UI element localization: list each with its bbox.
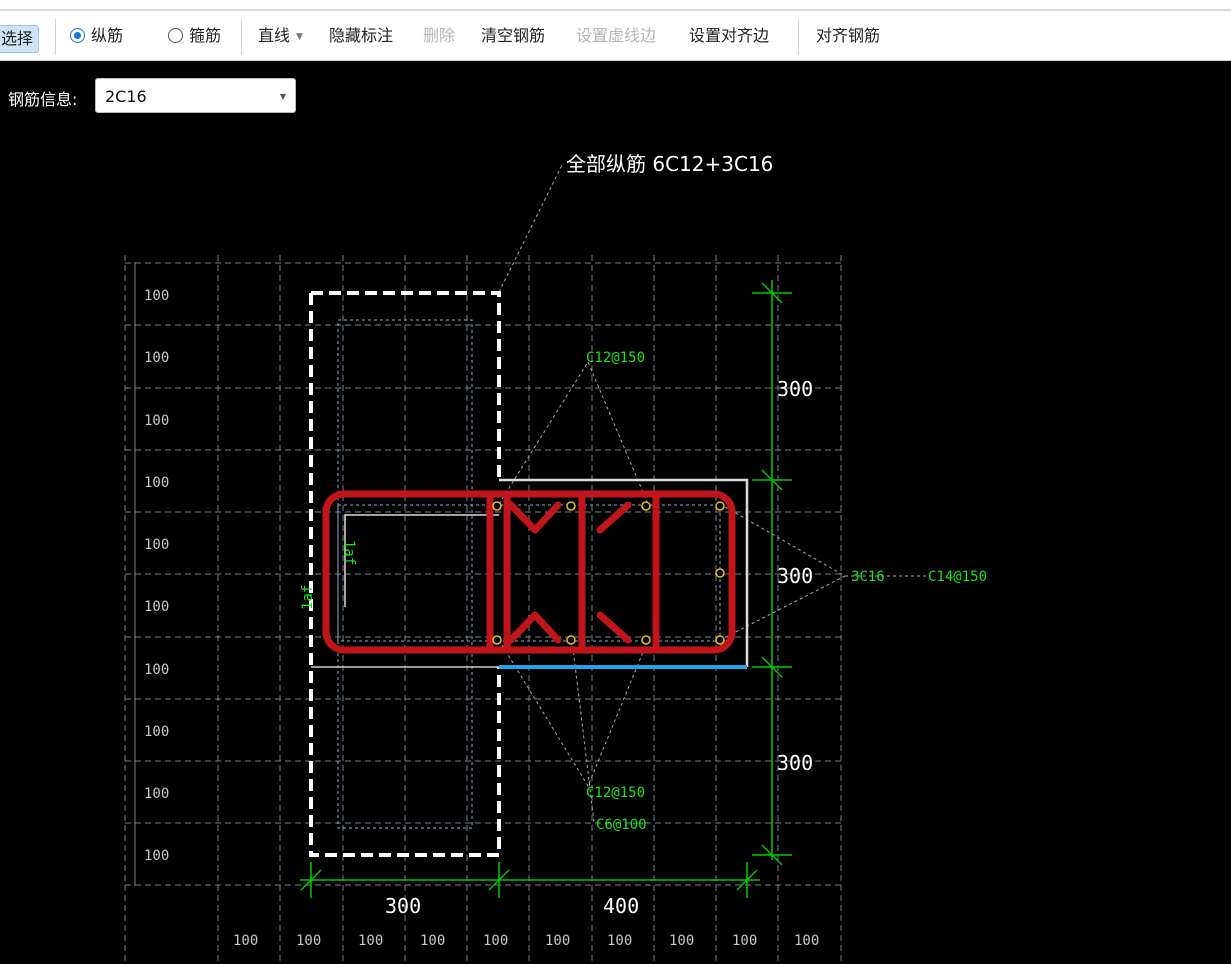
dim-vertical-3: 300 xyxy=(777,751,813,775)
grid-label: 100 xyxy=(144,413,169,429)
rebar-info-value: 2C16 xyxy=(105,87,147,106)
rebar-node[interactable] xyxy=(715,501,725,511)
grid-label: 100 xyxy=(144,350,169,366)
rebar-node[interactable] xyxy=(715,635,725,645)
grid-label: 100 xyxy=(420,933,445,949)
grid-label: 100 xyxy=(144,475,169,491)
stirrup-radio[interactable]: 箍筋 xyxy=(168,25,221,47)
dimension-lines xyxy=(300,280,792,898)
grid-label: 100 xyxy=(144,786,169,802)
leader-lines xyxy=(498,164,930,823)
rebar-info-label: 钢筋信息: xyxy=(8,90,78,109)
longitudinal-radio[interactable]: 纵筋 xyxy=(70,25,123,47)
total-longitudinal-label[interactable]: 全部纵筋 6C12+3C16 xyxy=(566,152,773,176)
chevron-down-icon: ▼ xyxy=(279,92,286,101)
stirrups[interactable] xyxy=(322,490,736,654)
dim-vertical-2: 300 xyxy=(777,564,813,588)
toolbar-separator xyxy=(55,19,56,55)
hide-annotation-button[interactable]: 隐藏标注 xyxy=(329,26,394,45)
select-button[interactable]: 选择 xyxy=(0,25,40,53)
stirrup-top-label[interactable]: C12@150 xyxy=(586,350,645,366)
grid-label: 100 xyxy=(144,724,169,740)
grid-label: 100 xyxy=(144,662,169,678)
align-rebar-button[interactable]: 对齐钢筋 xyxy=(816,26,881,45)
toolbar-separator xyxy=(241,19,242,55)
rebar-node[interactable] xyxy=(492,501,502,511)
grid-label: 100 xyxy=(233,933,258,949)
section-outline xyxy=(309,291,749,857)
grid-label: 100 xyxy=(144,537,169,553)
grid-label: 100 xyxy=(669,933,694,949)
radio-selected-icon xyxy=(70,28,85,43)
side-rebar-label[interactable]: 3C16 xyxy=(851,569,885,585)
rebar-nodes[interactable] xyxy=(492,501,725,645)
stirrup-bottom-label[interactable]: C12@150 xyxy=(586,785,645,801)
stirrup-label: 箍筋 xyxy=(189,26,222,45)
dim-horizontal-1: 300 xyxy=(385,894,421,918)
grid-label: 100 xyxy=(144,288,169,304)
grid-label: 100 xyxy=(358,933,383,949)
anchor-label: 1af xyxy=(341,540,357,565)
clear-rebar-button[interactable]: 清空钢筋 xyxy=(481,26,546,45)
line-label: 直线 xyxy=(258,26,291,45)
chevron-down-icon: ▼ xyxy=(296,32,303,42)
anchor-label: 1af xyxy=(300,585,316,610)
set-align-edge-button[interactable]: 设置对齐边 xyxy=(689,26,770,45)
window-top-edge xyxy=(0,0,1231,11)
rebar-node[interactable] xyxy=(641,501,651,511)
rebar-node[interactable] xyxy=(492,635,502,645)
rebar-node[interactable] xyxy=(566,501,576,511)
rebar-node[interactable] xyxy=(715,568,725,578)
grid-label: 100 xyxy=(607,933,632,949)
grid-label: 100 xyxy=(144,599,169,615)
grid-label: 100 xyxy=(732,933,757,949)
line-dropdown-button[interactable]: 直线 ▼ xyxy=(258,25,303,48)
radio-unselected-icon xyxy=(168,28,183,43)
longitudinal-label: 纵筋 xyxy=(91,26,124,45)
grid-label: 100 xyxy=(296,933,321,949)
rebar-node[interactable] xyxy=(566,635,576,645)
grid-label: 100 xyxy=(545,933,570,949)
toolbar-separator xyxy=(798,19,799,55)
delete-button[interactable]: 删除 xyxy=(423,26,456,45)
rebar-info-select[interactable]: 2C16 ▼ xyxy=(95,78,296,113)
tie-label[interactable]: C6@100 xyxy=(596,817,647,833)
grid-label: 100 xyxy=(144,848,169,864)
grid-label: 100 xyxy=(794,933,819,949)
grid-label: 100 xyxy=(483,933,508,949)
drawing-canvas[interactable]: 100 100 100 100 100 100 100 100 100 100 100 100 100 1… xyxy=(0,62,1231,964)
toolbar: 选择 纵筋 箍筋 直线 ▼ 隐藏标注 删除 清空钢筋 设置虚线边 设置对齐边 对齐… xyxy=(0,11,1231,61)
anchor-marks xyxy=(344,514,499,607)
set-dashed-edge-button[interactable]: 设置虚线边 xyxy=(576,26,657,45)
side-stirrup-label[interactable]: C14@150 xyxy=(928,569,987,585)
grid-labels: 100 100 100 100 100 100 100 100 100 100 100 100 100 1… xyxy=(144,288,819,949)
rebar-node[interactable] xyxy=(641,635,651,645)
dim-vertical-1: 300 xyxy=(777,377,813,401)
dim-horizontal-2: 400 xyxy=(603,894,639,918)
